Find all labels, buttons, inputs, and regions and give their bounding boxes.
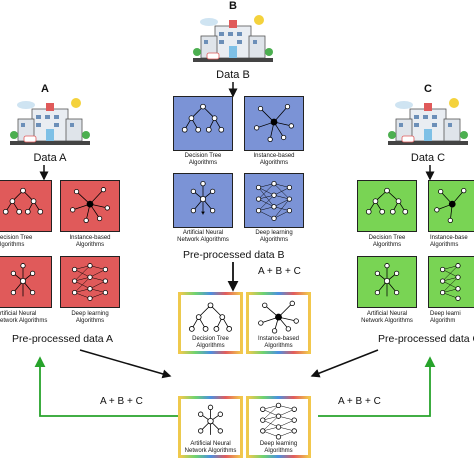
deep-learning-icon bbox=[440, 263, 461, 301]
tile-b-instance-based bbox=[244, 96, 304, 151]
instance-based-icon bbox=[434, 188, 467, 224]
instance-based-icon bbox=[258, 300, 299, 334]
decision-tree-icon bbox=[188, 302, 233, 332]
label-letter-a: A bbox=[41, 83, 49, 95]
tile-c-deep-learning bbox=[428, 256, 474, 308]
label-formula-left: A + B + C bbox=[100, 396, 143, 407]
tile-a-instance-based bbox=[60, 180, 120, 232]
tile-c-decision-tree bbox=[357, 180, 417, 232]
green-feedback-a bbox=[34, 356, 178, 417]
neural-network-icon bbox=[198, 404, 223, 435]
green-feedback-c bbox=[318, 356, 436, 417]
arrow-c-to-center bbox=[310, 349, 379, 378]
deep-learning-icon bbox=[72, 263, 108, 301]
tile-b-decision-tree bbox=[173, 96, 233, 151]
deep-learning-icon bbox=[255, 181, 293, 221]
neural-network-icon bbox=[374, 263, 400, 297]
tile-b-neural-network bbox=[173, 173, 233, 228]
instance-based-icon bbox=[70, 187, 110, 224]
tile-a-decision-tree bbox=[0, 180, 52, 232]
tile-c-neural-network bbox=[357, 256, 417, 308]
label-letter-b: B bbox=[229, 0, 237, 12]
tile-b-deep-learning bbox=[244, 173, 304, 228]
label-data-a: Data A bbox=[33, 152, 67, 164]
label-formula-center: A + B + C bbox=[258, 266, 301, 277]
label-letter-c: C bbox=[424, 83, 432, 95]
neural-network-icon bbox=[190, 181, 216, 215]
tile-a-neural-network bbox=[0, 256, 52, 308]
tile-a-deep-learning bbox=[60, 256, 120, 308]
label-preprocessed-a: Pre-processed data A bbox=[12, 333, 113, 345]
instance-based-icon bbox=[254, 104, 294, 143]
arrow-a-to-center bbox=[79, 349, 172, 379]
label-formula-right: A + B + C bbox=[338, 396, 381, 407]
hospital-icon bbox=[388, 98, 468, 145]
decision-tree-icon bbox=[2, 187, 44, 215]
label-data-b: Data B bbox=[216, 69, 250, 81]
label-preprocessed-b: Pre-processed data B bbox=[183, 249, 285, 261]
deep-learning-icon bbox=[260, 402, 297, 440]
hospital-icon bbox=[193, 15, 273, 62]
label-data-c: Data C bbox=[410, 152, 446, 164]
label-preprocessed-c: Pre-processed data C bbox=[378, 333, 474, 345]
tile-c-instance-based bbox=[428, 180, 474, 232]
neural-network-icon bbox=[10, 263, 36, 297]
decision-tree-icon bbox=[365, 187, 409, 215]
hospital-icon bbox=[10, 98, 90, 145]
decision-tree-icon bbox=[181, 103, 225, 133]
